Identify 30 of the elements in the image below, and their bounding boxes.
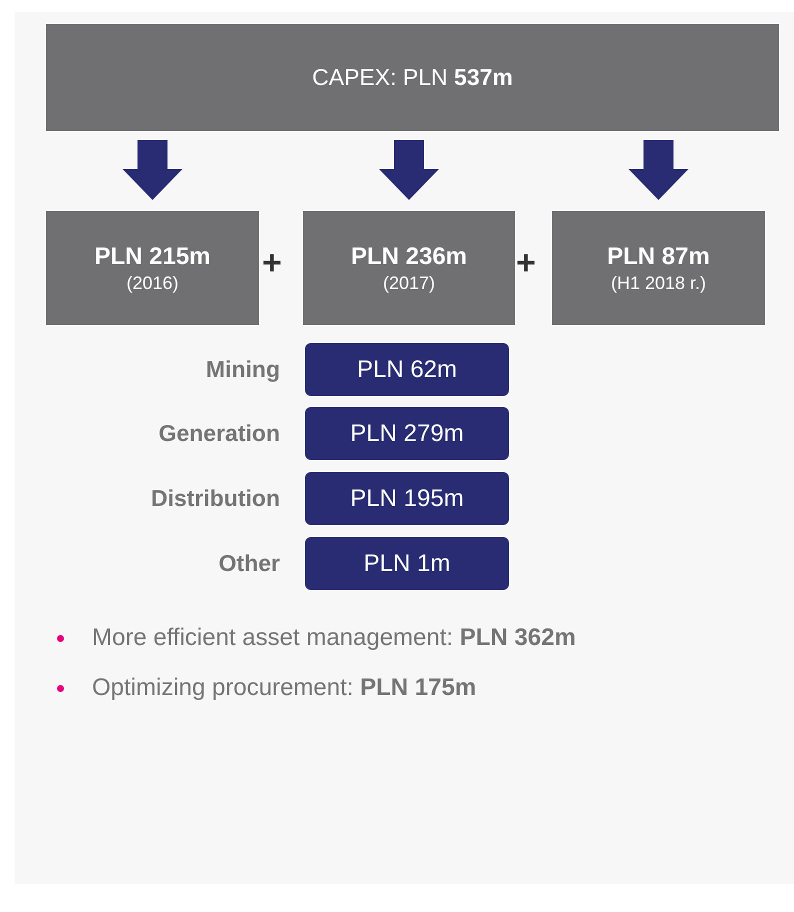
total-box xyxy=(46,24,779,131)
segment-label: Generation xyxy=(158,419,280,448)
segment-box xyxy=(305,537,509,590)
block-arrow xyxy=(122,140,182,200)
plus-sign: + xyxy=(516,246,536,280)
year-box xyxy=(46,211,259,325)
amount-text: PLN 62m xyxy=(356,354,458,384)
amount-text: PLN 195m xyxy=(350,484,464,514)
segment-label: Mining xyxy=(204,355,280,384)
bullet-text: More efficient asset management: PLN 362m xyxy=(92,623,576,653)
block-arrow xyxy=(379,140,439,200)
segment-box xyxy=(305,343,509,396)
amount-text: PLN 236m xyxy=(350,242,468,272)
period-text: (2016) xyxy=(126,272,179,294)
total-text: CAPEX: PLN 537m xyxy=(312,63,513,92)
amount-text: PLN 87m xyxy=(607,242,710,272)
amount-text: PLN 215m xyxy=(94,242,211,272)
amount-text: PLN 1m xyxy=(364,548,450,578)
segment-box xyxy=(305,407,509,460)
plus-sign: + xyxy=(262,246,282,280)
amount-text: PLN 279m xyxy=(350,418,464,448)
period-text: (2017) xyxy=(382,272,436,294)
segment-box xyxy=(305,472,509,525)
block-arrow xyxy=(628,140,688,200)
bullet-text: Optimizing procurement: PLN 175m xyxy=(92,673,476,703)
period-text: (H1 2018 r.) xyxy=(610,272,706,294)
year-box xyxy=(552,211,765,325)
year-box xyxy=(303,211,515,325)
segment-label: Other xyxy=(218,549,280,578)
segment-label: Distribution xyxy=(150,484,280,514)
